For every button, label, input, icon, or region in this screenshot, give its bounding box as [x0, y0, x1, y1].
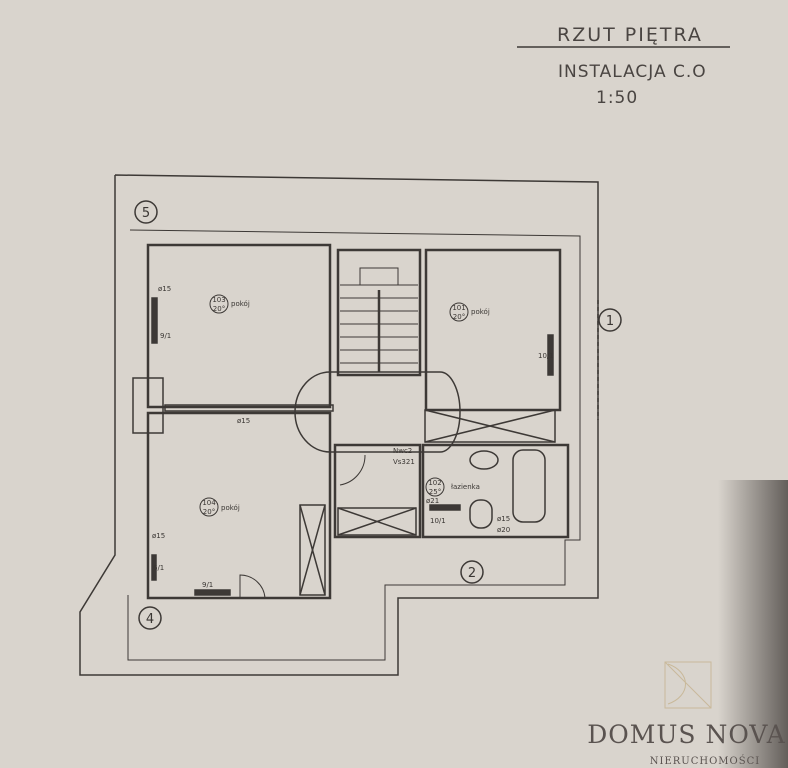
brand-logo-icon	[664, 661, 712, 709]
room-temp: 20°	[203, 508, 215, 516]
hallway	[294, 371, 461, 453]
radiator	[547, 334, 554, 376]
room-102	[421, 443, 570, 539]
axis-marker	[598, 308, 622, 332]
brand-name: DOMUS NOVA	[587, 720, 786, 749]
drawing-subtitle: INSTALACJA C.O	[558, 62, 707, 82]
annotation: ø15	[158, 285, 171, 293]
radiator	[429, 504, 461, 511]
photo-shadow	[718, 480, 788, 768]
radiator	[151, 297, 158, 344]
annotation: ø15	[152, 532, 165, 540]
brand-tagline: NIERUCHOMOŚCI	[649, 756, 761, 767]
room-temp: 20°	[213, 305, 225, 313]
axis-marker	[460, 560, 484, 584]
door-swing	[339, 454, 366, 486]
inner-boundary	[127, 229, 581, 661]
annotation: Nwc2	[393, 447, 412, 455]
room-temp: 20°	[453, 313, 465, 321]
drawing-title: RZUT PIĘTRA	[557, 24, 703, 46]
room-name: pokój	[471, 308, 490, 316]
axis-label: 5	[142, 206, 150, 221]
annotation: ø20	[497, 526, 510, 534]
radiator	[194, 589, 231, 596]
room-name: pokój	[231, 300, 250, 308]
axis-label: 2	[468, 566, 476, 581]
annotation: 10/1	[430, 517, 446, 525]
room-104	[146, 411, 332, 600]
bathtub	[512, 449, 546, 523]
wardrobe-104	[299, 504, 326, 596]
toilet	[469, 499, 493, 529]
room-101	[424, 248, 562, 412]
annotation: Vs321	[393, 458, 415, 466]
room-number: 102	[428, 479, 441, 487]
room-number: 104	[202, 499, 216, 507]
room-number: 101	[452, 304, 465, 312]
staircase	[336, 248, 422, 377]
sink	[469, 450, 499, 470]
utility-room	[333, 443, 422, 539]
annotation: ø15	[497, 515, 510, 523]
chimney	[132, 377, 164, 434]
annotation: 9/1	[160, 332, 171, 340]
annotation: ø15	[237, 417, 250, 425]
annotation: 6/1	[153, 564, 164, 572]
axis-marker	[134, 200, 158, 224]
room-temp: 25°	[429, 488, 441, 496]
drawing-scale: 1:50	[596, 88, 639, 108]
axis-label: 4	[146, 612, 154, 627]
room-name: łazienka	[451, 483, 480, 491]
axis-marker	[138, 606, 162, 630]
wardrobe-utility	[337, 507, 417, 536]
stair-steps	[340, 267, 418, 372]
annotation: 10/1	[538, 352, 554, 360]
wardrobe-hall	[424, 409, 556, 443]
heating-pipe	[164, 404, 334, 412]
door-swing	[239, 574, 266, 599]
room-number: 103	[212, 296, 225, 304]
radiator	[151, 554, 157, 581]
axis-label: 1	[606, 314, 614, 329]
annotation: ø21	[426, 497, 439, 505]
annotation: 9/1	[202, 581, 213, 589]
room-name: pokój	[221, 504, 240, 512]
outer-boundary	[79, 174, 599, 676]
room-103	[146, 243, 332, 409]
